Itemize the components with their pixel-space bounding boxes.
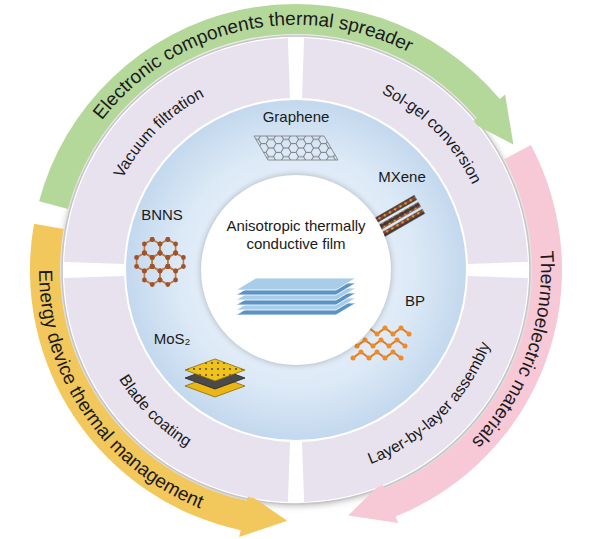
method-label: Blade coating	[116, 371, 194, 449]
graphene-sheet	[254, 136, 338, 160]
method-label: Layer-by-layer assembly	[365, 339, 493, 467]
mos2-layers	[185, 359, 245, 397]
outer-circle	[62, 36, 530, 504]
center-title: Anisotropic thermally conductive film	[211, 217, 381, 253]
method-label: Vacuum filtration	[110, 84, 206, 180]
film-layer	[236, 278, 356, 290]
material-label: BNNS	[141, 206, 183, 223]
arrow-band-fill	[348, 145, 562, 523]
film-stack	[201, 175, 391, 365]
application-label: Thermoelectric materials	[468, 250, 558, 453]
material-label: MoS₂	[154, 330, 191, 347]
bnns-lattice	[137, 240, 184, 285]
application-label: Energy device thermal management	[35, 269, 207, 512]
material-label: MXene	[378, 168, 426, 185]
material-label: Graphene	[263, 108, 330, 125]
application-label: Electronic components thermal spreader	[88, 8, 417, 123]
inner-circle	[126, 100, 466, 440]
center-circle: Anisotropic thermally conductive film	[201, 175, 391, 365]
material-label: BP	[405, 292, 425, 309]
